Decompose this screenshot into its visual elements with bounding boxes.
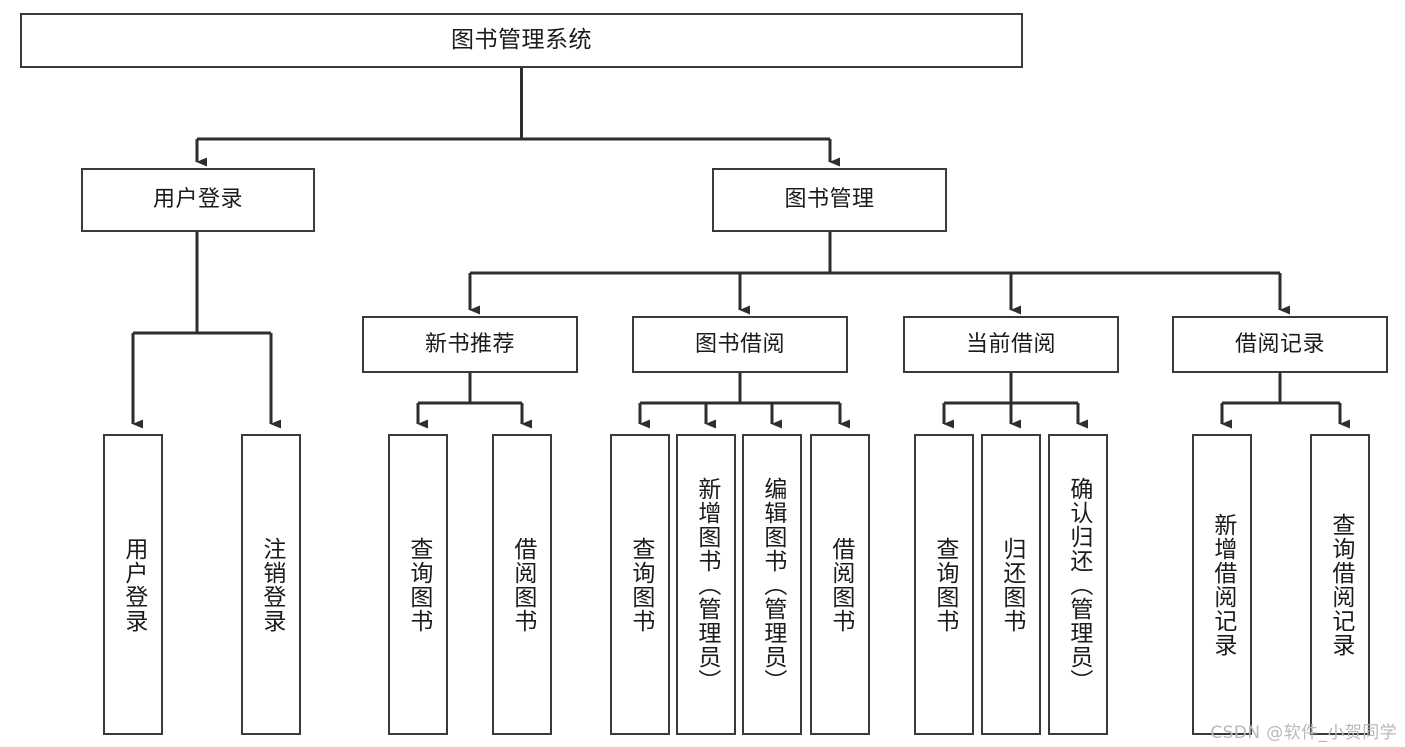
node-leaf-return-book[interactable]: 归还图书 [981,434,1041,735]
node-label: 图书借阅 [694,331,785,357]
node-label: 注销登录 [258,536,285,633]
node-borrow-record[interactable]: 借阅记录 [1172,316,1388,373]
node-leaf-add-record[interactable]: 新增借阅记录 [1192,434,1252,735]
node-leaf-query-book-3[interactable]: 查询图书 [914,434,974,735]
node-label: 图书管理 [784,187,875,213]
node-label: 新增借阅记录 [1209,512,1236,657]
node-current-borrow[interactable]: 当前借阅 [903,316,1119,373]
node-leaf-confirm-return[interactable]: 确认归还（管理员） [1048,434,1108,735]
node-leaf-query-record[interactable]: 查询借阅记录 [1310,434,1370,735]
node-label: 新增图书（管理员） [693,476,720,693]
node-new-book-recommend[interactable]: 新书推荐 [362,316,578,373]
node-root-system[interactable]: 图书管理系统 [20,13,1023,68]
node-label: 用户登录 [120,536,147,633]
node-leaf-query-book-2[interactable]: 查询图书 [610,434,670,735]
node-book-management[interactable]: 图书管理 [712,168,947,232]
node-label: 查询图书 [627,536,654,633]
node-leaf-query-book-1[interactable]: 查询图书 [388,434,448,735]
node-label: 图书管理系统 [451,27,592,54]
node-label: 当前借阅 [965,331,1056,357]
node-book-borrow[interactable]: 图书借阅 [632,316,848,373]
node-leaf-user-login[interactable]: 用户登录 [103,434,163,735]
node-label: 新书推荐 [424,331,515,357]
node-label: 用户登录 [152,187,243,213]
node-label: 借阅记录 [1234,331,1325,357]
node-label: 编辑图书（管理员） [759,476,786,693]
node-label: 查询图书 [405,536,432,633]
node-label: 归还图书 [998,536,1025,633]
node-leaf-borrow-book-1[interactable]: 借阅图书 [492,434,552,735]
node-label: 借阅图书 [827,536,854,633]
csdn-watermark: CSDN @软件_小贺同学 [1210,723,1397,743]
node-label: 借阅图书 [509,536,536,633]
node-label: 查询图书 [931,536,958,633]
node-leaf-add-book[interactable]: 新增图书（管理员） [676,434,736,735]
node-leaf-borrow-book-2[interactable]: 借阅图书 [810,434,870,735]
node-label: 查询借阅记录 [1327,512,1354,657]
node-leaf-user-logout[interactable]: 注销登录 [241,434,301,735]
node-user-login[interactable]: 用户登录 [81,168,315,232]
node-leaf-edit-book[interactable]: 编辑图书（管理员） [742,434,802,735]
node-label: 确认归还（管理员） [1065,476,1092,693]
